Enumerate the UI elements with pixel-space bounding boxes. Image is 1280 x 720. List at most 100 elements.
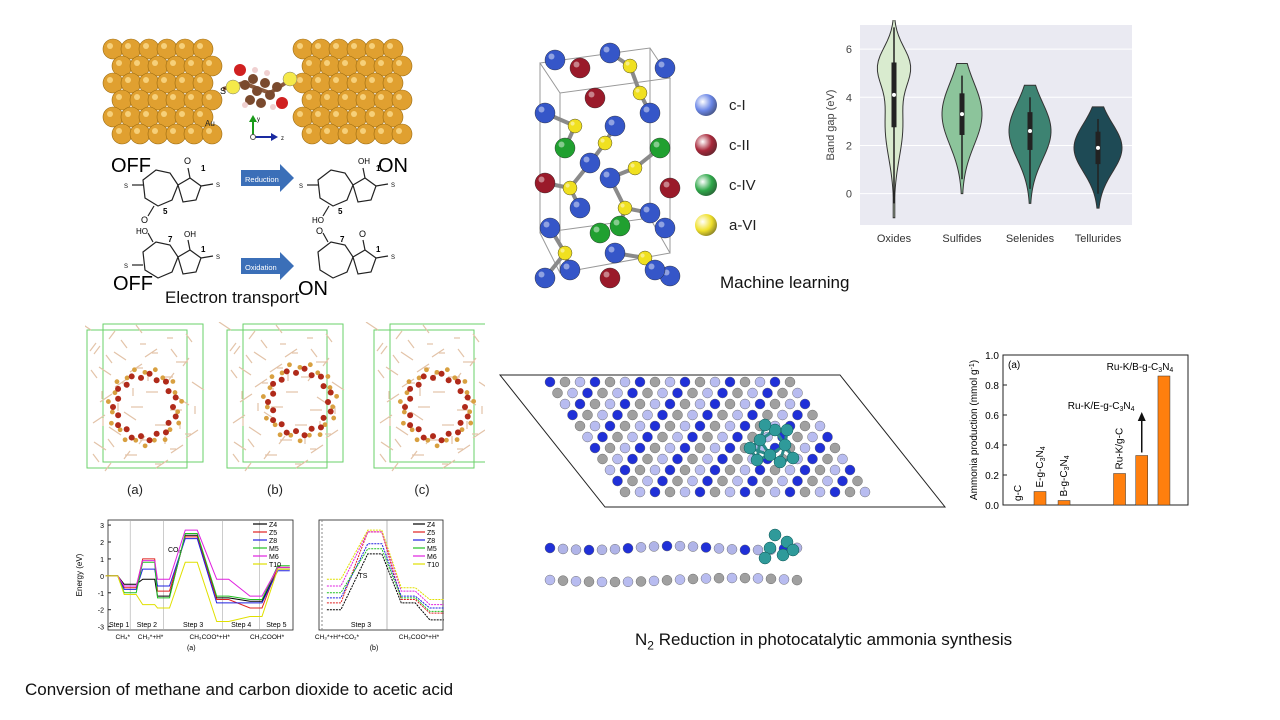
slab-atom xyxy=(859,486,871,498)
silicon-atom xyxy=(152,367,158,373)
oxygen-atom xyxy=(402,404,408,410)
slab-atom xyxy=(627,431,638,443)
oxygen-atom xyxy=(445,377,452,384)
atom-highlight xyxy=(600,138,605,143)
ru-atom xyxy=(763,541,777,555)
side-atom xyxy=(648,541,660,552)
s-atom: S xyxy=(391,183,395,189)
silicon-atom xyxy=(425,437,431,443)
silicon-atom xyxy=(175,409,181,415)
framework-bond xyxy=(108,330,116,340)
slab-atom xyxy=(679,464,691,476)
oxygen-atom xyxy=(407,412,414,419)
slab-atom xyxy=(604,420,616,432)
silicon-atom xyxy=(132,367,137,373)
side-atom xyxy=(713,543,725,554)
slab-atom xyxy=(747,409,758,421)
y-tick-label: -2 xyxy=(98,608,104,615)
crystal-atom xyxy=(627,160,643,176)
side-atom xyxy=(739,572,751,584)
gold-highlight xyxy=(315,77,321,83)
slab-atom xyxy=(784,464,796,476)
slab-atom xyxy=(777,409,788,421)
framework-bond xyxy=(99,393,113,403)
x-tick-label: CH₃*+H* xyxy=(138,634,164,641)
framework-bond xyxy=(155,459,169,469)
framework-bond xyxy=(254,378,268,388)
oxygen-atom xyxy=(317,424,324,431)
framework-bond xyxy=(365,322,379,331)
gold-highlight xyxy=(197,43,203,49)
slab-atom xyxy=(762,475,773,487)
molecule-bridge: S Au y z xyxy=(205,64,298,142)
slab-atom xyxy=(664,442,676,454)
o-atom: O xyxy=(316,226,323,236)
silicon-atom xyxy=(406,379,412,385)
silicon-atom xyxy=(434,443,440,449)
crystal-atom xyxy=(579,152,601,174)
framework-bond xyxy=(275,324,283,334)
slab-atom xyxy=(604,376,616,388)
slab-atom xyxy=(634,420,646,432)
atom-highlight xyxy=(658,61,665,68)
silicon-atom xyxy=(167,427,173,433)
crystal-atom xyxy=(654,217,676,239)
oxygen-atom xyxy=(420,373,427,380)
crystal-atom xyxy=(557,245,573,261)
slab-atom xyxy=(724,376,736,388)
step-label: Step 3 xyxy=(351,622,371,629)
slab-atom xyxy=(717,431,728,443)
slab-atom xyxy=(754,376,766,388)
side-atom xyxy=(583,576,595,587)
gold-highlight xyxy=(369,43,375,49)
gold-highlight xyxy=(152,60,158,66)
slab-atom xyxy=(807,475,818,487)
oxygen-atom xyxy=(146,437,153,444)
y-tick-label: 2 xyxy=(846,140,852,152)
x-tick-label: CH₃COO*+H* xyxy=(399,634,440,641)
slab-atom xyxy=(792,387,803,399)
slab-atom xyxy=(837,475,848,487)
legend-label: Z8 xyxy=(427,538,435,545)
slab-atom xyxy=(627,387,638,399)
subplot-label: (b) xyxy=(370,645,379,652)
slab-atom xyxy=(799,442,811,454)
framework-bond xyxy=(90,369,98,379)
gold-highlight xyxy=(378,128,384,134)
framework-bond xyxy=(120,339,128,349)
crystal-atom xyxy=(637,250,653,266)
silicon-atom xyxy=(287,362,292,368)
gold-highlight xyxy=(179,111,185,117)
slab-atom xyxy=(777,387,788,399)
axis-y-label: y xyxy=(257,117,260,123)
annotation: TS xyxy=(359,573,368,580)
gold-highlight xyxy=(351,43,357,49)
slab-atom xyxy=(634,398,646,410)
framework-bond xyxy=(278,435,286,445)
bar xyxy=(1033,491,1047,506)
gold-highlight xyxy=(297,111,303,117)
gold-highlight xyxy=(143,43,149,49)
slab-atom xyxy=(664,464,676,476)
s-atom: S xyxy=(124,184,128,190)
slab-atom xyxy=(844,464,856,476)
legend-entry: c-II xyxy=(695,125,785,165)
side-atom xyxy=(648,575,660,587)
side-atom xyxy=(557,543,569,555)
silicon-atom xyxy=(264,404,270,410)
gold-highlight xyxy=(333,77,339,83)
side-atom xyxy=(726,544,738,555)
oxygen-atom xyxy=(128,434,135,441)
zeolite-cell-box xyxy=(389,323,485,463)
framework-bond xyxy=(472,429,485,439)
oxygen-atom xyxy=(327,389,334,396)
gold-highlight xyxy=(134,128,140,134)
side-atom xyxy=(791,574,803,586)
crystal-atom xyxy=(599,42,621,64)
s-atom: S xyxy=(124,264,128,270)
silicon-atom xyxy=(277,432,283,438)
silicon-atom xyxy=(409,427,415,433)
crystal-atom xyxy=(654,57,676,79)
slab-atom xyxy=(679,398,691,410)
